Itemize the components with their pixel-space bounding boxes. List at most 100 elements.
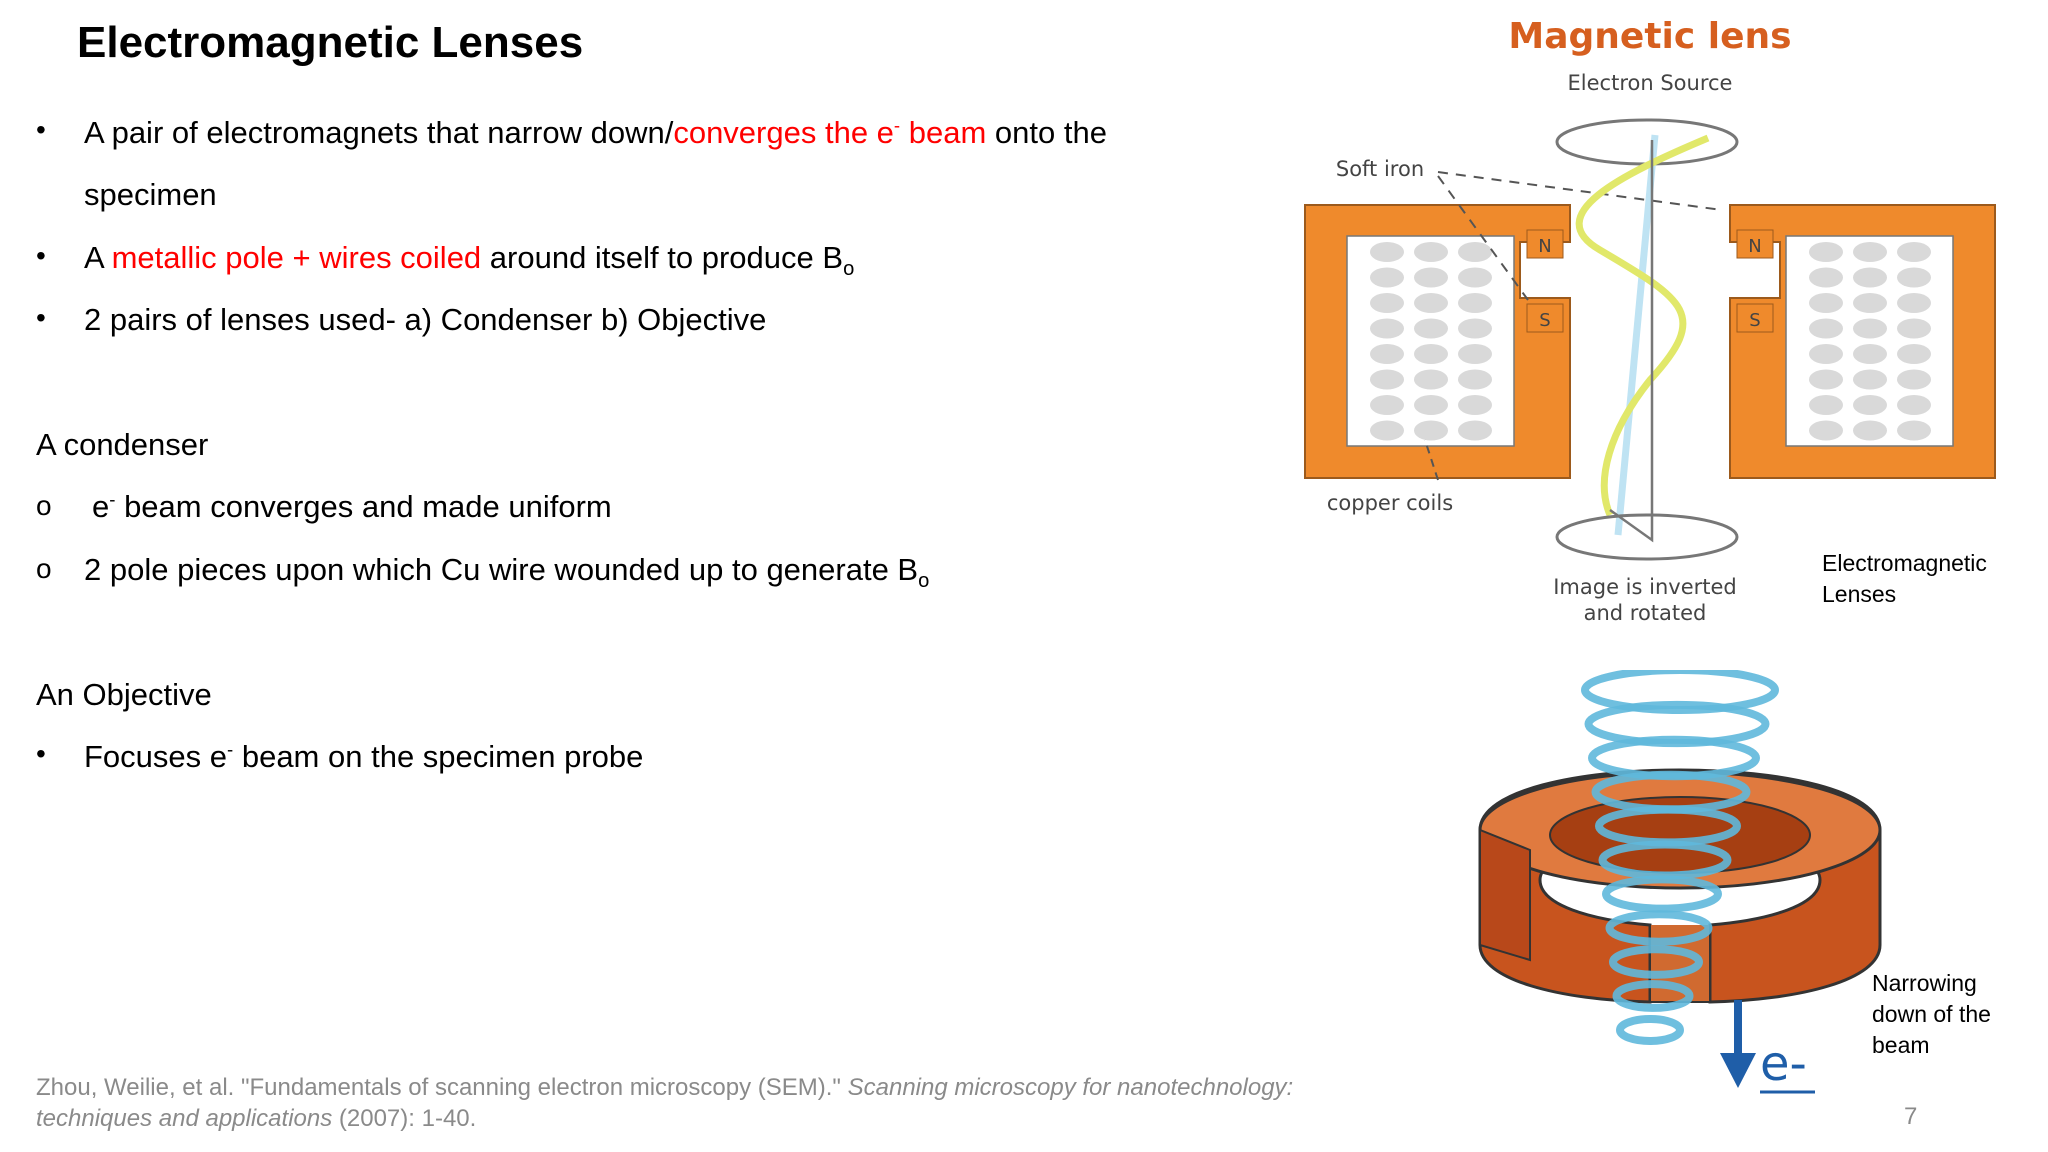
condenser-item-1: e- beam converges and made uniform: [92, 487, 612, 527]
bullet-1-pre: A pair of electromagnets that narrow dow…: [84, 115, 674, 150]
caption-line: Lenses: [1822, 581, 1897, 607]
pole-s-left: S: [1539, 310, 1550, 331]
copper-coils-leader: [1424, 439, 1439, 481]
citation-journal-b: techniques and applications: [36, 1105, 333, 1132]
bullet-2-pre: A: [84, 240, 112, 275]
coil-turn: [1458, 395, 1492, 415]
page-number: 7: [1904, 1103, 1918, 1130]
bullet-3-text: 2 pairs of lenses used- a) Condenser b) …: [84, 302, 767, 337]
spiral-loop: [1605, 910, 1713, 946]
objective-item-1-sup: -: [227, 738, 234, 760]
coil-turn: [1414, 293, 1448, 313]
coil-turn: [1458, 267, 1492, 288]
caption-line: Narrowing: [1872, 970, 1977, 996]
coil-turn: [1853, 344, 1887, 364]
coil-turn: [1458, 318, 1492, 339]
soft-iron-leader: [1437, 175, 1529, 301]
coil-turn: [1414, 344, 1448, 364]
objective-item-1: Focuses e- beam on the specimen probe: [84, 737, 643, 777]
circle-marker: o: [36, 553, 52, 584]
coil-turn: [1458, 369, 1492, 390]
coil-turn: [1853, 267, 1887, 288]
caption-narrowing: Narrowing down of the beam: [1872, 968, 1991, 1061]
coil-turn: [1853, 293, 1887, 313]
condenser-item-2-sub: o: [918, 570, 930, 593]
coil-turn: [1809, 293, 1843, 313]
slide-title: Electromagnetic Lenses: [77, 18, 584, 67]
objective-item-1-pre: Focuses e: [84, 739, 228, 774]
beam-arrow-head: [1720, 1053, 1756, 1088]
bullet-1-red-a: converges the e: [673, 115, 894, 150]
coil-turn: [1809, 242, 1843, 262]
copper-coils-left: [1370, 242, 1492, 441]
objective-item-1-post: beam on the specimen probe: [233, 739, 644, 774]
soft-iron-leader: [1437, 171, 1723, 211]
coil-turn: [1414, 242, 1448, 262]
magnetic-lens-diagram: Magnetic lens Electron Source Soft iron …: [1304, 16, 1996, 625]
copper-coils-right: [1809, 242, 1931, 441]
coil-turn: [1853, 420, 1887, 441]
coil-turn: [1370, 318, 1404, 339]
coil-turn: [1809, 420, 1843, 441]
bullet-1-post: onto the: [986, 115, 1107, 150]
coil-turn: [1809, 395, 1843, 415]
condenser-item-1-pre: e: [92, 489, 110, 524]
spiral-loop: [1581, 670, 1779, 714]
image-ellipse: [1555, 513, 1739, 561]
electron-label: e-: [1760, 1036, 1807, 1092]
spiral-loop: [1609, 945, 1703, 979]
bullet-1-continuation: specimen: [84, 177, 217, 212]
citation-year: (2007): 1-40.: [332, 1105, 477, 1132]
citation-line-2: techniques and applications (2007): 1-40…: [36, 1103, 476, 1134]
coil-turn: [1853, 242, 1887, 262]
coil-turn: [1897, 242, 1931, 262]
pole-tab: [1526, 229, 1564, 259]
spiral-loop: [1602, 875, 1722, 913]
condenser-heading: A condenser: [36, 427, 209, 462]
caption-line: down of the: [1872, 1001, 1991, 1027]
coil-turn: [1897, 267, 1931, 288]
coil-turn: [1853, 318, 1887, 339]
coil-turn: [1370, 369, 1404, 390]
caption-line: beam: [1872, 1032, 1930, 1058]
coil-turn: [1897, 293, 1931, 313]
pole-n-right: N: [1748, 236, 1761, 257]
condenser-item-1-post: beam converges and made uniform: [115, 489, 612, 524]
soft-iron-label: Soft iron: [1336, 157, 1424, 181]
citation-line-1: Zhou, Weilie, et al. "Fundamentals of sc…: [36, 1072, 1293, 1103]
coil-turn: [1414, 369, 1448, 390]
yellow-beam: [1575, 134, 1710, 517]
electron-source-label: Electron Source: [1568, 71, 1733, 95]
bullet-marker: •: [36, 738, 46, 769]
coil-turn: [1458, 242, 1492, 262]
coil-turn: [1897, 369, 1931, 390]
bullet-2-red: metallic pole + wires coiled: [111, 240, 482, 275]
coil-turn: [1458, 293, 1492, 313]
circle-marker: o: [36, 490, 52, 521]
objective-heading: An Objective: [36, 677, 212, 712]
pole-s-right: S: [1749, 310, 1760, 331]
coil-turn: [1809, 318, 1843, 339]
pole-n-left: N: [1538, 236, 1551, 257]
caption-electromagnetic-lenses: Electromagnetic Lenses: [1822, 548, 1987, 610]
coil-turn: [1458, 420, 1492, 441]
source-ellipse: [1555, 118, 1739, 166]
coil-turn: [1370, 344, 1404, 364]
citation-authors: Zhou, Weilie, et al. "Fundamentals of sc…: [36, 1074, 848, 1101]
coil-turn: [1897, 420, 1931, 441]
bullet-marker: •: [36, 240, 46, 271]
bullet-1-red: converges the e- beam: [673, 115, 986, 150]
coil-turn: [1809, 344, 1843, 364]
bullet-marker: •: [36, 114, 46, 145]
citation-journal-a: Scanning microscopy for nanotechnology:: [847, 1074, 1294, 1101]
copper-coils-label: copper coils: [1327, 491, 1453, 515]
bullet-2-text: A metallic pole + wires coiled around it…: [84, 238, 854, 279]
coil-turn: [1414, 318, 1448, 339]
coil-turn: [1897, 318, 1931, 339]
coil-turn: [1370, 267, 1404, 288]
coil-turn: [1853, 395, 1887, 415]
coil-turn: [1370, 395, 1404, 415]
coil-turn: [1414, 267, 1448, 288]
coil-turn: [1414, 395, 1448, 415]
diagram-title: Magnetic lens: [1508, 16, 1791, 57]
